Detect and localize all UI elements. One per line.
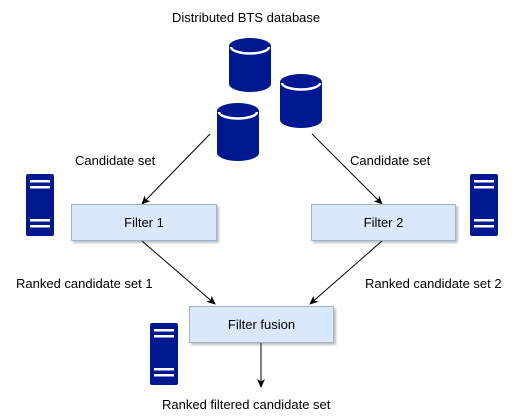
edge-label-final-output: Ranked filtered candidate set [162, 397, 331, 412]
filter-fusion-box[interactable]: Filter fusion [189, 306, 334, 343]
filter2-label: Filter 2 [363, 215, 404, 230]
server-icon [470, 174, 498, 236]
edge-db-to-filter2 [311, 133, 383, 205]
database-title: Distributed BTS database [172, 10, 321, 25]
filter-fusion-label: Filter fusion [227, 317, 296, 332]
edge-label-left-input: Candidate set [75, 153, 156, 168]
edge-filter2-to-fusion [309, 240, 383, 305]
edge-label-right-input: Candidate set [350, 153, 431, 168]
edge-filter1-to-fusion [141, 240, 216, 305]
filter2-box[interactable]: Filter 2 [311, 204, 456, 241]
filter1-box[interactable]: Filter 1 [71, 204, 217, 241]
database-cylinder-icon [280, 74, 322, 128]
server-icon [150, 323, 178, 385]
database-cylinder-icon [217, 103, 259, 161]
edge-label-right-output: Ranked candidate set 2 [365, 276, 502, 291]
edge-db-to-filter1 [141, 133, 211, 205]
edge-label-left-output: Ranked candidate set 1 [16, 276, 153, 291]
filter1-label: Filter 1 [124, 215, 164, 230]
server-icon [26, 174, 54, 236]
database-cylinder-icon [229, 38, 271, 92]
